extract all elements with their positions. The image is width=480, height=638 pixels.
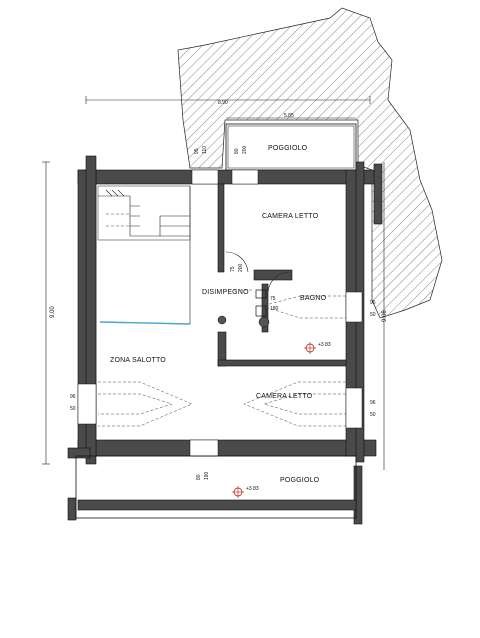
- bagno-win-dim-b: 50: [370, 312, 376, 318]
- left-win-dim-a: 96: [70, 394, 76, 400]
- room-label-disimpegno: DISIMPEGNO: [202, 289, 249, 296]
- door-dim-a: 75: [230, 266, 236, 272]
- bathroom-fixtures: [217, 251, 291, 328]
- stair-void-edge: [99, 321, 191, 325]
- level-marker-lower: +3.83: [232, 486, 259, 498]
- bagno-win-dim-a: 96: [370, 300, 376, 306]
- terrain-hatch: [177, 7, 443, 319]
- room-label-zona-salotto: ZONA SALOTTO: [110, 357, 166, 364]
- room-label-bagno: BAGNO: [300, 295, 327, 302]
- top-balcony: POGGIOLO: [225, 123, 357, 171]
- balcony-width-label: 5.85: [284, 113, 294, 119]
- overall-height-label: 9.00: [50, 306, 56, 318]
- room-label-camera-letto-top: CAMERA LETTO: [262, 213, 319, 220]
- right-height-label: 9.06: [382, 310, 388, 322]
- bottom-door-dim-b: 190: [204, 471, 210, 480]
- balcony-width-dimension: 5.85: [226, 113, 356, 119]
- level-lower-label: +3.83: [246, 486, 259, 492]
- bagno-door-dim-b: 180: [270, 306, 279, 312]
- staircase: [97, 185, 191, 241]
- interior-walls: [217, 183, 347, 367]
- room-label-poggiolo-top: POGGIOLO: [268, 145, 308, 152]
- level-upper-label: +3.83: [318, 342, 331, 348]
- bagno-door-dim-a: 75: [270, 296, 276, 302]
- right-win-dim-b: 50: [370, 412, 376, 418]
- right-height-dimension: 9.06: [382, 162, 388, 470]
- win-top-left-a: 95: [194, 148, 200, 154]
- right-win-dim-a: 96: [370, 400, 376, 406]
- overall-height-dimension: 9.00: [42, 161, 56, 465]
- win-top-left-b: 110: [202, 146, 208, 154]
- bottom-balcony: POGGIOLO: [75, 455, 357, 519]
- level-marker-upper: +3.83: [304, 342, 331, 354]
- bottom-door-dim-a: 80: [196, 474, 202, 480]
- door-dim-b: 200: [238, 263, 244, 272]
- overall-width-label: 8.90: [218, 100, 228, 106]
- room-label-poggiolo-bottom: POGGIOLO: [280, 477, 320, 484]
- overall-width-dimension: 8.90: [85, 96, 371, 106]
- left-win-dim-b: 50: [70, 406, 76, 412]
- outer-walls: [67, 155, 383, 525]
- room-label-camera-letto-bottom: CAMERA LETTO: [256, 393, 313, 400]
- roof-window-symbols: [98, 289, 346, 427]
- win-top-mid-b: 200: [242, 145, 248, 154]
- win-top-mid-a: 80: [234, 148, 240, 154]
